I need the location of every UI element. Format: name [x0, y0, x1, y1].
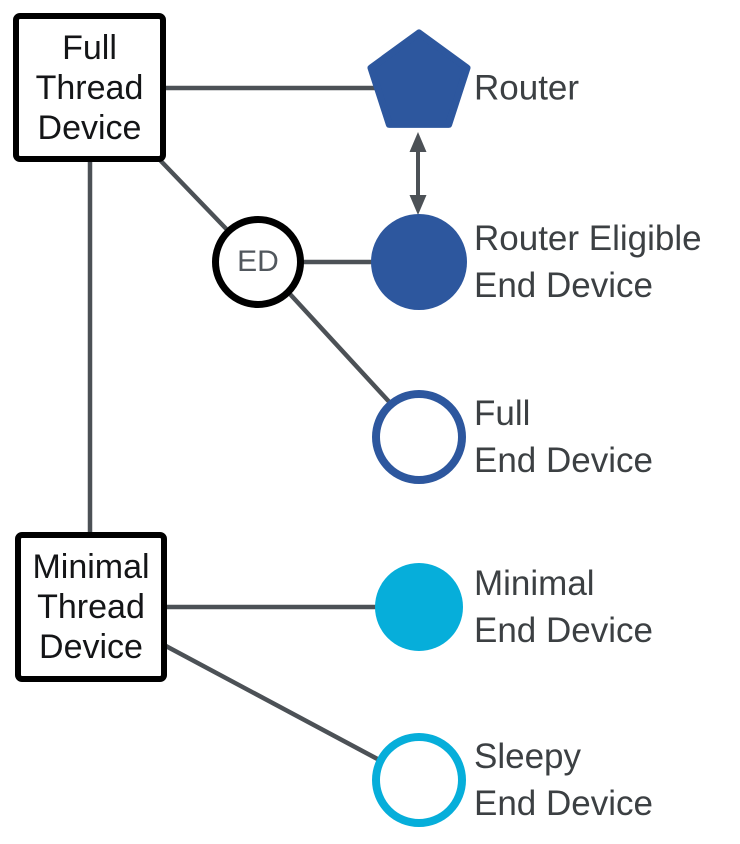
- router-eligible-end-device-label: Router Eligible End Device: [474, 215, 702, 309]
- ed-label: ED: [237, 245, 279, 278]
- med-label-line1: Minimal: [474, 564, 595, 603]
- minimal-end-device-label: Minimal End Device: [474, 560, 653, 654]
- full-thread-device-label-line1: Full: [62, 28, 117, 67]
- connector-ftd-to-ed: [156, 156, 237, 240]
- full-end-device-circle-icon: [372, 390, 466, 484]
- router-label-text: Router: [474, 68, 580, 108]
- sed-label-line2: End Device: [474, 784, 653, 823]
- reed-label-line1: Router Eligible: [474, 219, 702, 258]
- connector-mtd-to-sed: [162, 643, 385, 764]
- full-thread-device-node: Full Thread Device: [13, 13, 166, 162]
- full-thread-device-label-line3: Device: [37, 108, 142, 147]
- fed-label-line1: Full: [474, 394, 531, 433]
- minimal-thread-device-label-line1: Minimal: [32, 548, 150, 586]
- minimal-end-device-circle-icon: [375, 563, 463, 651]
- connector-ed-to-fed: [287, 291, 395, 408]
- minimal-thread-device-node: Minimal Thread Device: [15, 532, 167, 682]
- router-pentagon-icon: [367, 29, 471, 128]
- end-device-ed-node: ED: [212, 216, 304, 308]
- bidirectional-arrow-icon: [409, 132, 427, 215]
- reed-label-line2: End Device: [474, 266, 653, 305]
- fed-label-line2: End Device: [474, 441, 653, 480]
- full-end-device-label: Full End Device: [474, 390, 653, 484]
- med-label-line2: End Device: [474, 611, 653, 650]
- sleepy-end-device-circle-icon: [372, 733, 466, 827]
- sed-label-line1: Sleepy: [474, 737, 582, 776]
- full-thread-device-label-line2: Thread: [35, 68, 144, 107]
- router-eligible-end-device-circle-icon: [371, 214, 467, 310]
- router-label: Router: [474, 65, 579, 112]
- sleepy-end-device-label: Sleepy End Device: [474, 733, 653, 827]
- minimal-thread-device-label-line2: Thread: [37, 588, 145, 626]
- minimal-thread-device-label-line3: Device: [39, 628, 143, 666]
